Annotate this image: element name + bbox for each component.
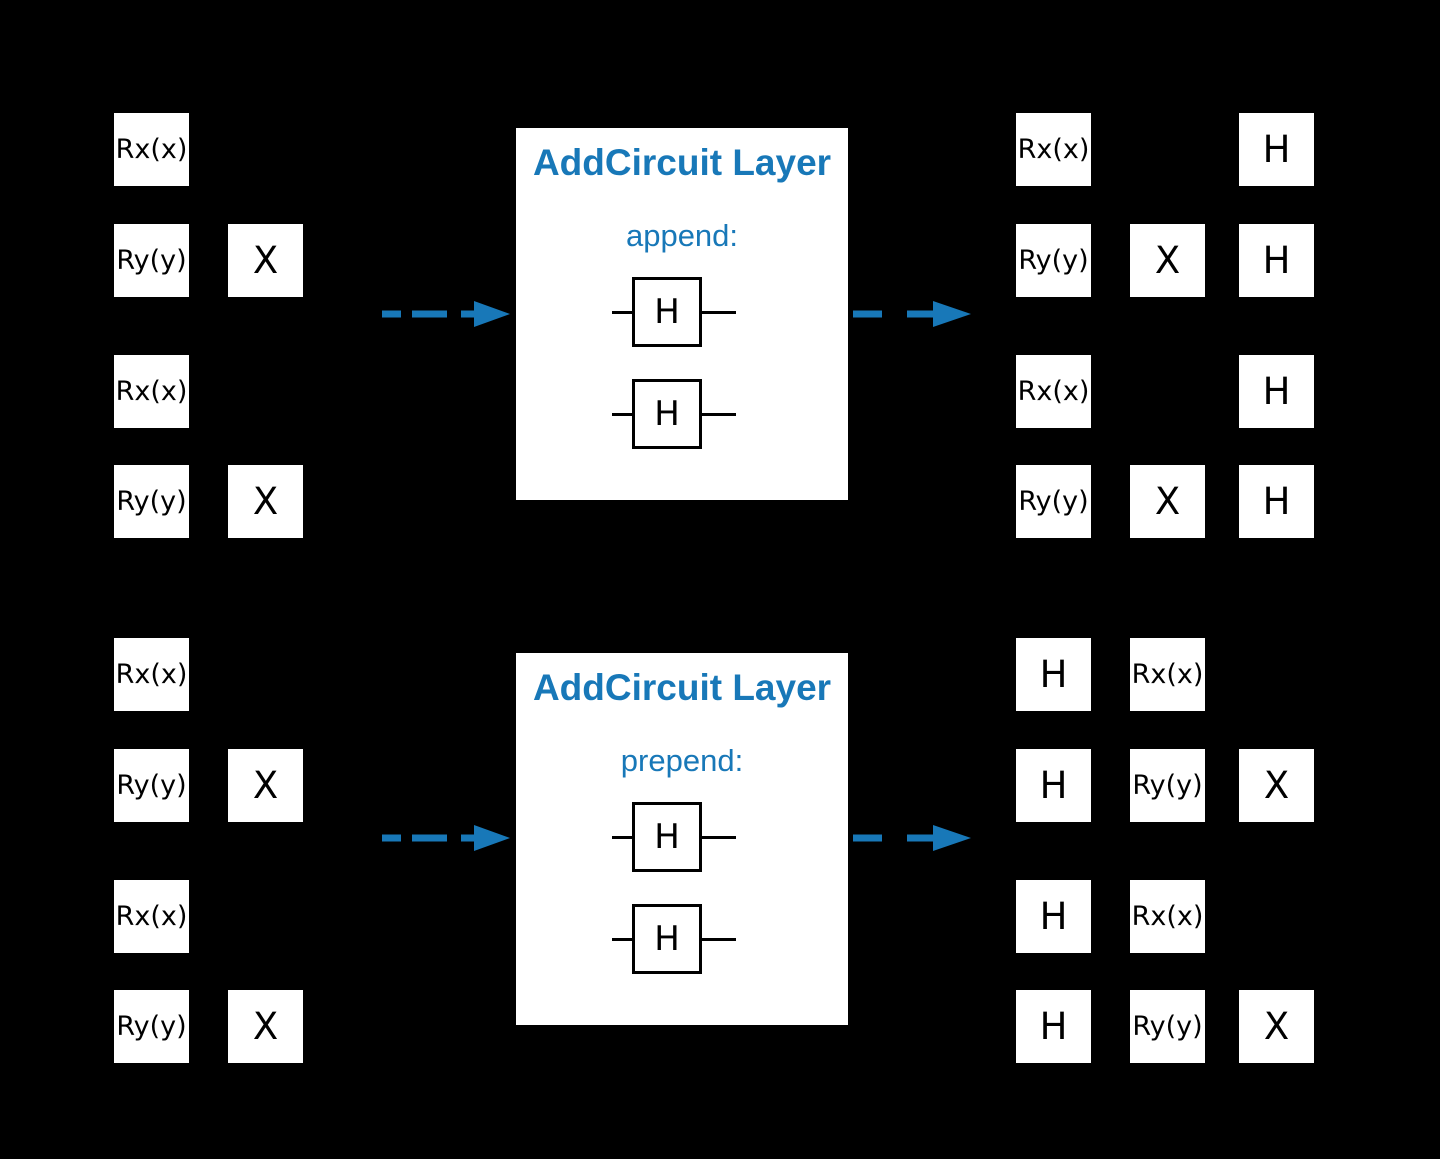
wire-line <box>702 835 736 839</box>
wire-line <box>612 310 632 314</box>
wire-line <box>612 412 632 416</box>
wire-line <box>612 835 632 839</box>
gate-H: H <box>632 904 702 974</box>
gate-Rx(x): Rx(x) <box>114 113 189 186</box>
panel-mode-label: append: <box>625 218 739 253</box>
gate-H: H <box>1016 638 1091 711</box>
dashed-arrow-icon <box>382 825 510 851</box>
wire-gate-row: H <box>612 379 736 449</box>
panel-title: AddCircuit Layer <box>532 142 832 183</box>
dashed-arrow-icon <box>853 825 971 851</box>
gate-Ry(y): Ry(y) <box>1130 990 1205 1063</box>
gate-Ry(y): Ry(y) <box>1130 749 1205 822</box>
gate-Ry(y): Ry(y) <box>1016 465 1091 538</box>
gate-Ry(y): Ry(y) <box>114 990 189 1063</box>
gate-H: H <box>1016 990 1091 1063</box>
gate-H: H <box>632 277 702 347</box>
wire-gate-row: H <box>612 277 736 347</box>
gate-H: H <box>1016 880 1091 953</box>
gate-X: X <box>1130 224 1205 297</box>
addcircuit-layer-panel-append: AddCircuit Layer append: H H <box>516 128 848 500</box>
wire-line <box>702 412 736 416</box>
gate-Rx(x): Rx(x) <box>1130 880 1205 953</box>
circuit-bottom-input: Rx(x) Ry(y) X Rx(x) Ry(y) X <box>114 638 414 1068</box>
gate-X: X <box>228 465 303 538</box>
panel-mode-label: prepend: <box>620 743 744 778</box>
gate-Ry(y): Ry(y) <box>114 465 189 538</box>
gate-H: H <box>1239 113 1314 186</box>
gate-Ry(y): Ry(y) <box>114 749 189 822</box>
wire-gate-row: H <box>612 802 736 872</box>
circuit-bottom-output: H Rx(x) H Ry(y) X H Rx(x) H Ry(y) X <box>1016 638 1316 1068</box>
gate-H: H <box>1016 749 1091 822</box>
gate-H: H <box>632 802 702 872</box>
addcircuit-layer-panel-prepend: AddCircuit Layer prepend: H H <box>516 653 848 1025</box>
gate-X: X <box>1239 749 1314 822</box>
gate-Ry(y): Ry(y) <box>114 224 189 297</box>
gate-H: H <box>1239 355 1314 428</box>
wire-line <box>702 310 736 314</box>
gate-Rx(x): Rx(x) <box>1130 638 1205 711</box>
gate-Rx(x): Rx(x) <box>114 638 189 711</box>
dashed-arrow-icon <box>853 301 971 327</box>
wire-line <box>612 937 632 941</box>
gate-X: X <box>1239 990 1314 1063</box>
dashed-arrow-icon <box>382 301 510 327</box>
gate-X: X <box>1130 465 1205 538</box>
gate-H: H <box>1239 465 1314 538</box>
circuit-top-input: Rx(x) Ry(y) X Rx(x) Ry(y) X <box>114 113 414 543</box>
gate-Rx(x): Rx(x) <box>114 355 189 428</box>
wire-gate-row: H <box>612 904 736 974</box>
gate-X: X <box>228 749 303 822</box>
gate-X: X <box>228 990 303 1063</box>
panel-title: AddCircuit Layer <box>532 667 832 708</box>
wire-line <box>702 937 736 941</box>
gate-H: H <box>632 379 702 449</box>
gate-Rx(x): Rx(x) <box>114 880 189 953</box>
gate-X: X <box>228 224 303 297</box>
gate-H: H <box>1239 224 1314 297</box>
gate-Rx(x): Rx(x) <box>1016 355 1091 428</box>
gate-Ry(y): Ry(y) <box>1016 224 1091 297</box>
gate-Rx(x): Rx(x) <box>1016 113 1091 186</box>
